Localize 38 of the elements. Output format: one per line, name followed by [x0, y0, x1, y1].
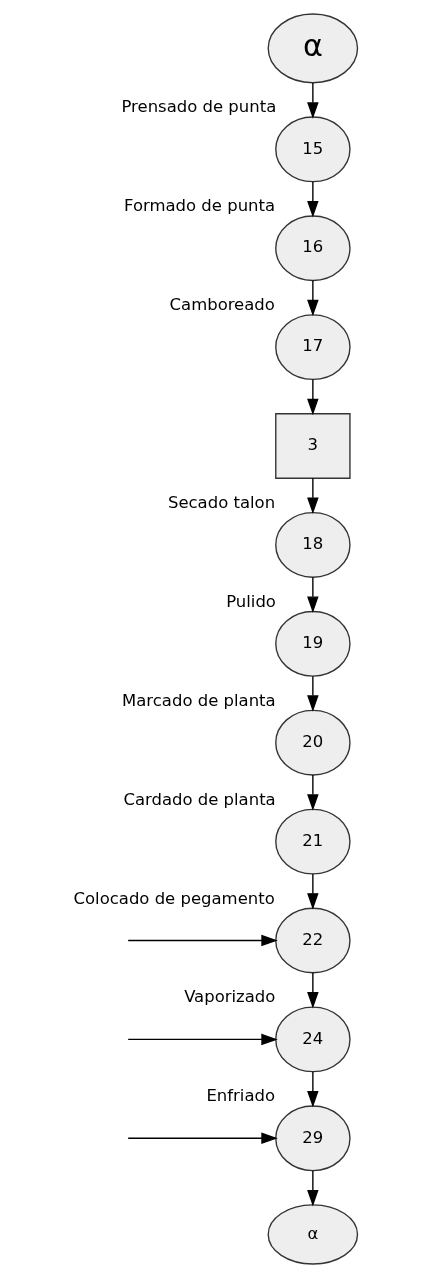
node-ellipse: 22 — [275, 907, 351, 974]
node-label: Secado talon — [167, 492, 276, 512]
node-ellipse: 19 — [275, 610, 351, 677]
node-label: Prensado de punta — [121, 97, 277, 117]
arrow — [307, 378, 319, 416]
arrow — [127, 1132, 278, 1145]
node-ellipse: 24 — [275, 1006, 351, 1073]
arrow — [307, 1071, 319, 1108]
arrow — [307, 576, 319, 613]
arrow — [307, 82, 319, 119]
arrow — [307, 279, 319, 317]
node-label: Colocado de pegamento — [73, 888, 275, 908]
node-ellipse: 15 — [275, 116, 351, 183]
node-ellipse: α — [267, 1204, 359, 1265]
node-label: Cardado de planta — [123, 789, 276, 809]
arrow — [127, 934, 278, 947]
arrow — [307, 873, 319, 910]
arrow — [307, 1170, 319, 1207]
arrow — [307, 477, 319, 515]
node-label: Formado de punta — [124, 196, 276, 216]
node-label: Camboreado — [169, 295, 275, 315]
node-ellipse: 17 — [275, 314, 351, 381]
arrow — [307, 774, 319, 811]
node-label: Vaporizado — [184, 987, 276, 1007]
node-ellipse: 16 — [275, 215, 351, 282]
node-ellipse: 18 — [275, 511, 351, 578]
node-label: Marcado de planta — [122, 690, 276, 710]
node-label: Enfriado — [206, 1086, 276, 1106]
node-ellipse: 29 — [275, 1105, 351, 1172]
node-box: 3 — [275, 413, 351, 479]
arrow — [307, 675, 319, 712]
node-ellipse: 20 — [275, 709, 351, 776]
arrow — [307, 972, 319, 1009]
node-ellipse: α — [267, 13, 359, 84]
arrow — [127, 1033, 278, 1046]
node-label: Pulido — [226, 591, 276, 611]
arrow — [307, 180, 319, 218]
node-ellipse: 21 — [275, 808, 351, 875]
